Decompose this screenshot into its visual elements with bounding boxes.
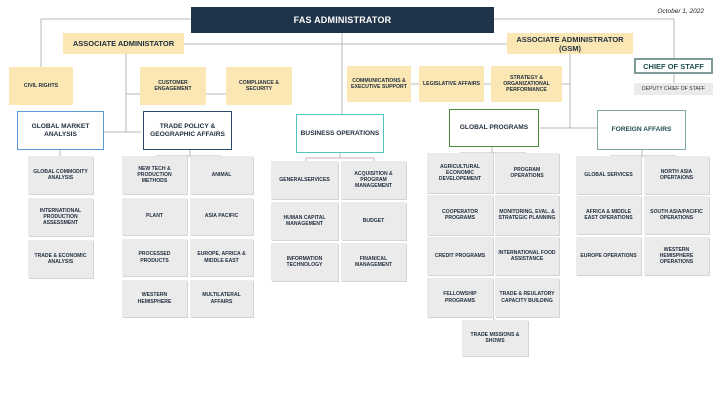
unit-box: WESTERN HEMISPHERE OPERATIONS	[644, 237, 709, 275]
business-operations-head: BUSINESS OPERATIONS	[296, 114, 384, 153]
unit-box: MULTILATERAL AFFAIRS	[190, 280, 253, 317]
unit-box: GLOBAL COMMODITY ANALYSIS	[28, 156, 93, 194]
unit-box: PLANT	[122, 198, 187, 235]
unit-box: INTERNATIONAL PRODUCTION ASSESSMENT	[28, 198, 93, 236]
unit-box: GENERALSERVICES	[271, 161, 338, 199]
unit-box: FINANICAL MANAGEMENT	[341, 243, 406, 281]
deputy-chief-of-staff-box: DEPUTY CHIEF OF STAFF	[634, 83, 713, 95]
unit-box: CREDIT PROGRAMS	[427, 237, 493, 275]
global-market-analysis-head: GLOBAL MARKET ANALYSIS	[17, 111, 104, 150]
chief-of-staff-box: CHIEF OF STAFF	[634, 58, 713, 74]
unit-box: ASIA PACIFIC	[190, 198, 253, 235]
unit-box: TRADE MISSIONS & SHOWS	[462, 320, 528, 356]
unit-box: TRADE & ECONOMIC ANALYSIS	[28, 240, 93, 278]
unit-box: TRADE & REULATORY CAPACITY BUILDING	[495, 278, 559, 317]
customer-engagement-box: CUSTOMER ENGAGEMENT	[140, 67, 206, 105]
communications-box: COMMUNICATIONS & EXECUTIVE SUPPORT	[347, 66, 411, 102]
unit-box: ACQUISITION & PROGRAM MANAGEMENT	[341, 161, 406, 199]
unit-box: HUMAN CAPITAL MANAGEMENT	[271, 202, 338, 240]
unit-box: MONITORING, EVAL. & STRATEGIC PLANNING	[495, 195, 559, 235]
unit-box: ANIMAL	[190, 156, 253, 194]
fas-administrator-box: FAS ADMINISTRATOR	[191, 7, 494, 33]
global-programs-head: GLOBAL PROGRAMS	[449, 109, 539, 147]
unit-box: FELLOWSHIP PROGRAMS	[427, 278, 493, 317]
unit-box: WESTERN HEMISPHERE	[122, 280, 187, 317]
unit-box: BUDGET	[341, 202, 406, 240]
unit-box: COOPERATOR PROGRAMS	[427, 195, 493, 235]
unit-box: INTERNATIONAL FOOD ASSISTANCE	[495, 237, 559, 275]
strategy-box: STRATEGY & ORGANIZATIONAL PERFORMANCE	[491, 66, 562, 102]
associate-administrator-box: ASSOCIATE ADMINISTATOR	[63, 33, 184, 54]
compliance-security-box: COMPLIANCE & SECURITY	[226, 67, 292, 105]
associate-administrator-gsm-box: ASSOCIATE ADMINISTRATOR (GSM)	[507, 33, 633, 54]
unit-box: SOUTH ASIA/PACIFIC OPERATIONS	[644, 196, 709, 234]
unit-box: PROCESSED PRODUCTS	[122, 239, 187, 276]
foreign-affairs-head: FOREIGN AFFAIRS	[597, 110, 686, 150]
legislative-affairs-box: LEGISLATIVE AFFAIRS	[419, 66, 484, 102]
unit-box: AGRICULTURAL ECONOMIC DEVELOPEMENT	[427, 153, 493, 193]
unit-box: PROGRAM OPERATIONS	[495, 153, 559, 193]
unit-box: AFRICA & MIDDLE EAST OPERATIONS	[576, 196, 641, 234]
unit-box: INFORMATION TECHNOLOGY	[271, 243, 338, 281]
civil-rights-box: CIVIL RIGHTS	[9, 67, 73, 105]
unit-box: EUROPE, AFRICA & MIDDLE EAST	[190, 239, 253, 276]
unit-box: NORTH ASIA OPERTAIONS	[644, 156, 709, 194]
unit-box: EUROPE OPERATIONS	[576, 237, 641, 275]
unit-box: NEW TECH & PRODUCTION METHODS	[122, 156, 187, 194]
date-label: October 1, 2022	[657, 8, 704, 15]
unit-box: GLOBAL SERVICES	[576, 156, 641, 194]
trade-policy-head: TRADE POLICY & GEOGRAPHIC AFFAIRS	[143, 111, 232, 150]
